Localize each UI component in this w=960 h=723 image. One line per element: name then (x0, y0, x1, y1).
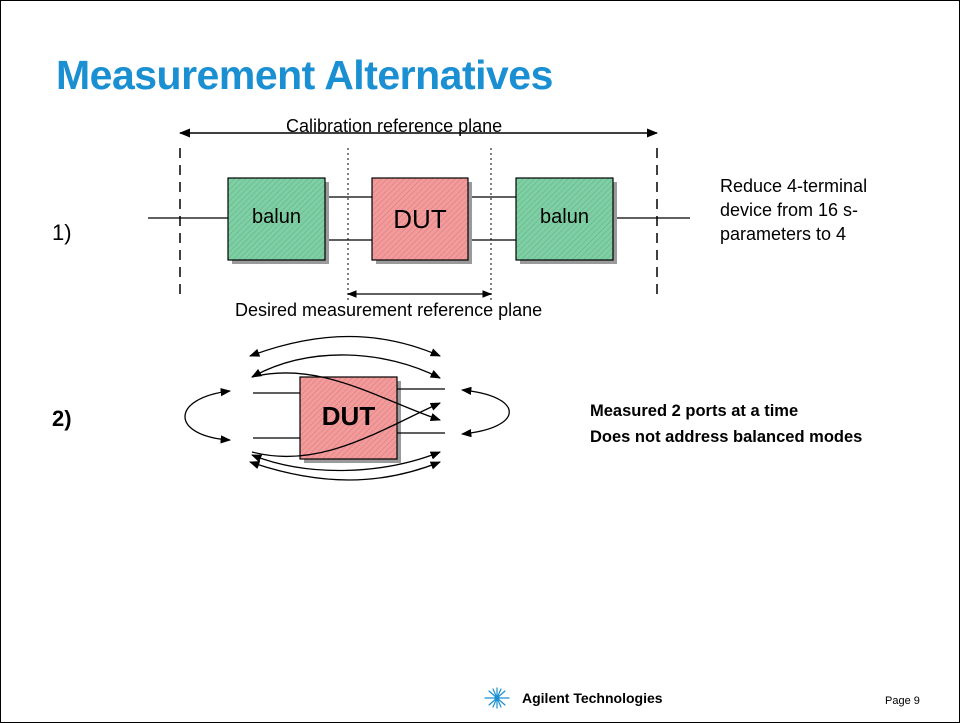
alt1-number: 1) (52, 220, 72, 245)
alt2-diagram (184, 335, 510, 481)
footer-logo: Agilent Technologies (482, 687, 663, 709)
agilent-spark-icon (484, 687, 510, 709)
desired-plane-label: Desired measurement reference plane (235, 300, 543, 320)
footer-brand: Agilent Technologies (522, 690, 663, 706)
slide-title: Measurement Alternatives (56, 52, 553, 98)
calibration-plane-label: Calibration reference plane (286, 116, 503, 136)
page-number: Page 9 (885, 695, 920, 707)
dut-label-alt2: DUT (321, 401, 376, 431)
alt2-note-line-1: Measured 2 ports at a time (590, 402, 799, 420)
balun-right-label: balun (540, 206, 589, 228)
alt1-diagram (148, 128, 690, 300)
dut-label-alt1: DUT (393, 204, 447, 234)
alt2-number: 2) (52, 406, 72, 431)
alt1-note-line-1: Reduce 4-terminal (720, 176, 868, 196)
alt2-note: Measured 2 ports at a time Does not addr… (590, 398, 862, 450)
alt1-note-line-3: parameters to 4 (720, 224, 847, 244)
balun-left-label: balun (252, 206, 301, 228)
alt2-note-line-2: Does not address balanced modes (590, 428, 863, 446)
alt1-note-line-2: device from 16 s- (720, 200, 859, 220)
alt1-note: Reduce 4-terminal device from 16 s- para… (720, 174, 867, 246)
